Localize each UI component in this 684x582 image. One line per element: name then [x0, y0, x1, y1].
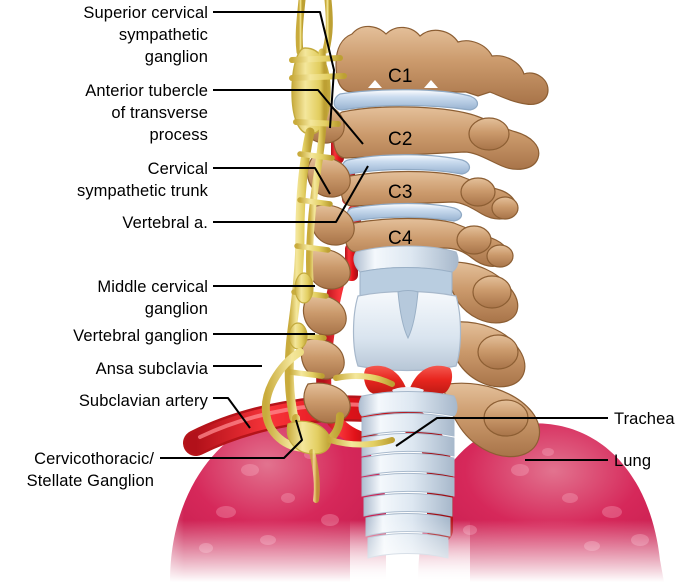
label-vertebral-artery: Vertebral a.: [122, 214, 208, 232]
leader-superior-cervical-sympathetic-ganglion: [213, 11, 335, 129]
label-cervicothoracic-stellate-ganglion: Cervicothoracic/ Stellate Ganglion: [26, 450, 154, 490]
label-vertebra-c1: C1: [388, 66, 413, 87]
leader-trachea: [395, 417, 608, 447]
leader-subclavian-artery: [213, 397, 251, 429]
label-subclavian-artery: Subclavian artery: [78, 392, 208, 410]
larynx-trachea: [350, 245, 470, 582]
label-superior-cervical-sympathetic-ganglion: Superior cervical sympathetic ganglion: [83, 4, 208, 66]
label-vertebra-c3: C3: [388, 182, 413, 203]
label-cervical-sympathetic-trunk: Cervical sympathetic trunk: [76, 160, 208, 200]
label-vertebral-ganglion: Vertebral ganglion: [73, 327, 208, 345]
leader-stellate-ganglion: [160, 419, 303, 459]
label-vertebra-c4: C4: [388, 228, 413, 249]
label-vertebra-c2: C2: [388, 129, 413, 150]
leader-anterior-tubercle: [213, 89, 364, 145]
label-middle-cervical-ganglion: Middle cervical ganglion: [97, 278, 208, 318]
cervical-vertebrae: [301, 25, 549, 458]
leader-vertebral-artery: [213, 165, 369, 223]
leader-cervical-sympathetic-trunk: [213, 167, 331, 195]
label-lung: Lung: [614, 452, 652, 470]
label-ansa-subclavia: Ansa subclavia: [95, 360, 208, 378]
label-anterior-tubercle-of-transverse-process: Anterior tubercle of transverse process: [85, 82, 208, 144]
label-trachea: Trachea: [614, 410, 675, 428]
